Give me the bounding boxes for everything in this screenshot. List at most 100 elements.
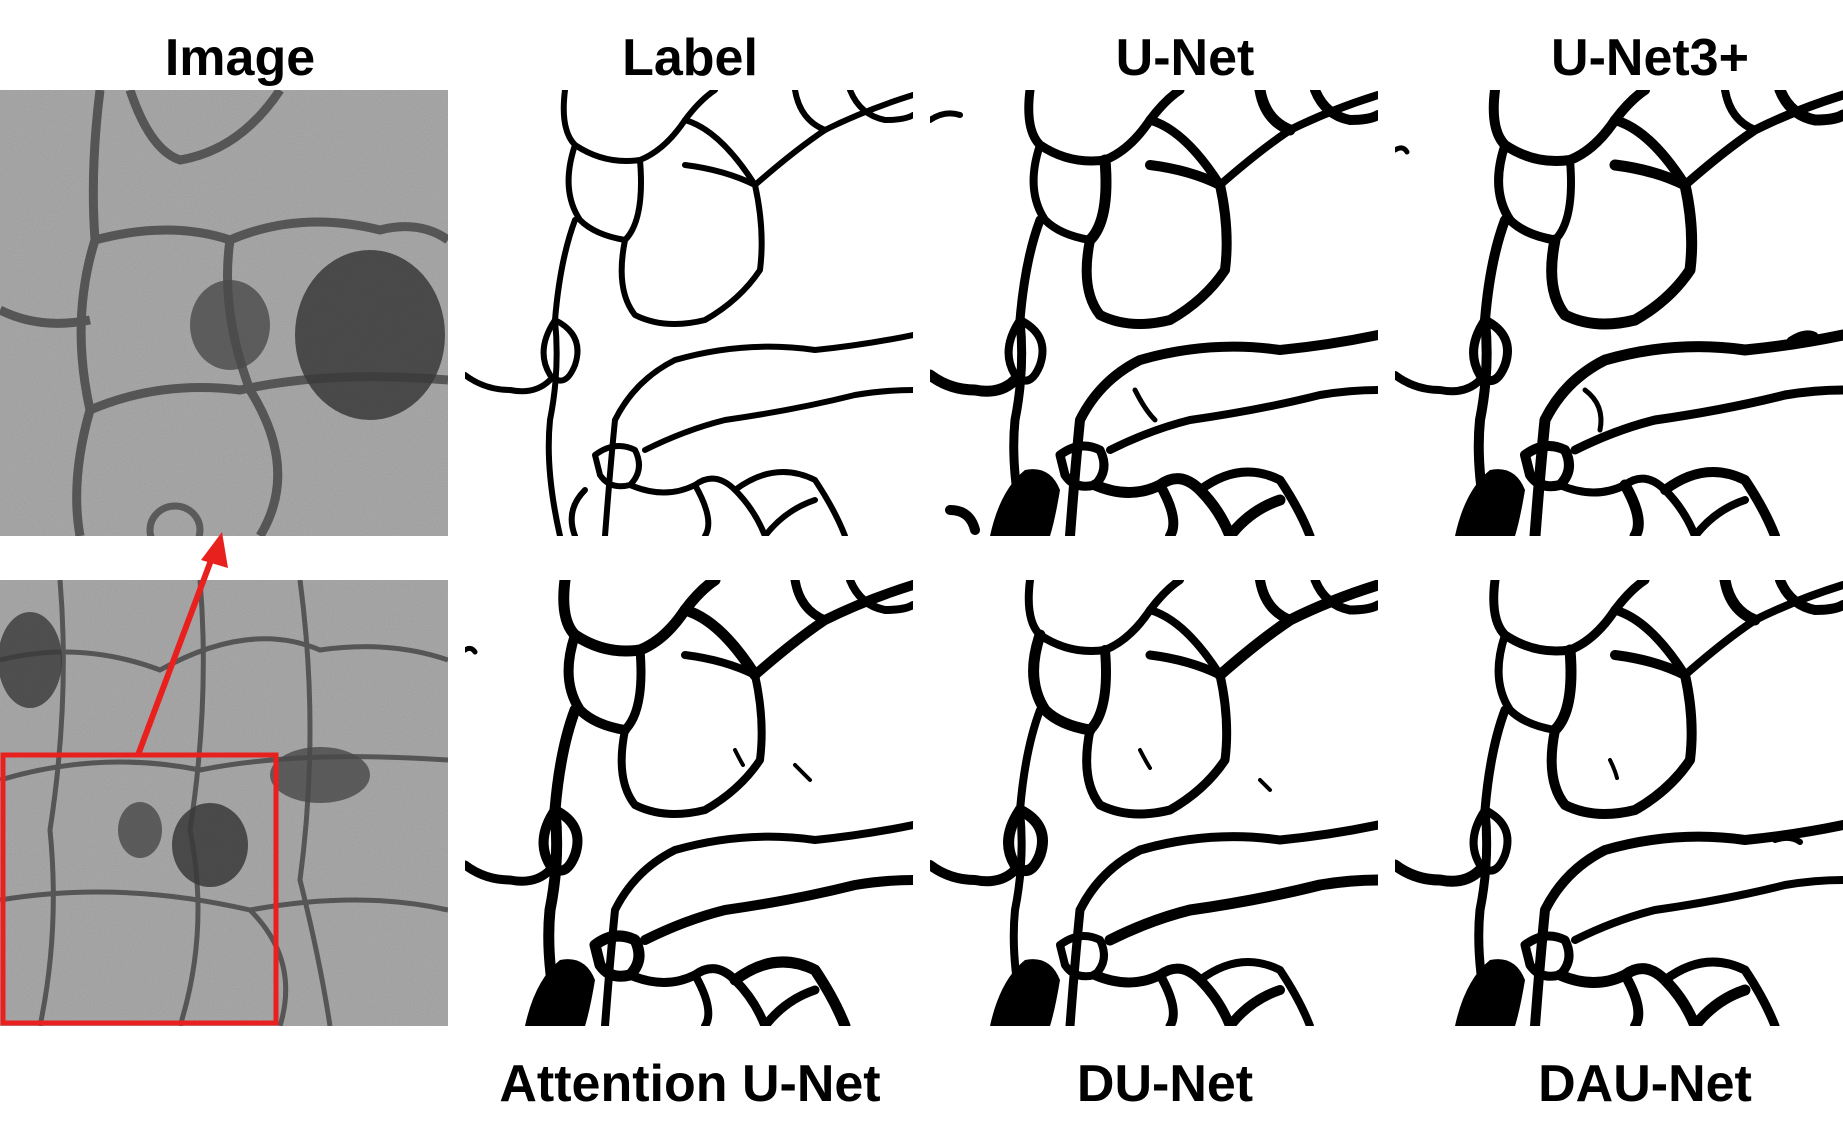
col-title-unet3plus: U-Net3+ (1551, 29, 1749, 87)
em-image-zoomed (0, 90, 448, 536)
segmentation-artifact (733, 748, 745, 767)
row-title-attention-unet: Attention U-Net (499, 1055, 881, 1113)
membrane-boundary (543, 704, 581, 1026)
membrane-boundary (1196, 958, 1314, 1026)
membrane-boundary (1520, 441, 1574, 492)
membrane-boundary (1689, 984, 1751, 1026)
membrane-boundary (1224, 494, 1286, 536)
membrane-boundary (640, 875, 913, 945)
membrane-boundary (790, 580, 830, 625)
seg-svg-dau-net (1395, 580, 1843, 1026)
membrane-boundary (589, 930, 645, 982)
membrane-boundary (1085, 645, 1111, 735)
membrane-boundary (691, 971, 713, 1026)
membrane-boundary (1004, 316, 1047, 385)
segmentation-artifact (1772, 834, 1803, 845)
membrane-boundary (1520, 931, 1574, 981)
membrane-boundary (1494, 631, 1559, 734)
membrane-blob (1455, 959, 1525, 1026)
membrane-boundary (682, 117, 758, 188)
membrane-boundary (729, 956, 851, 1026)
segmentation-artifact (945, 505, 980, 535)
membrane-boundary (1571, 876, 1843, 944)
membrane-boundary (568, 487, 588, 536)
segmentation-unet3plus-panel (1395, 90, 1843, 536)
membrane-boundary (1774, 90, 1843, 126)
segmentation-artifact (1582, 387, 1604, 433)
membrane-boundary (1065, 820, 1378, 1026)
segmentation-artifact (1132, 387, 1158, 423)
membrane-boundary (1549, 644, 1577, 736)
col-title-image: Image (164, 29, 316, 87)
membrane-boundary (540, 317, 581, 384)
membrane-boundary (1529, 329, 1843, 536)
em-image-full (0, 580, 448, 1026)
segmentation-artifact (930, 110, 963, 123)
membrane-boundary (1029, 141, 1094, 244)
membrane-boundary (538, 805, 583, 876)
membrane-boundary (679, 604, 761, 681)
membrane-boundary (1254, 90, 1296, 136)
membrane-boundary (1310, 580, 1378, 615)
membrane-boundary (1619, 479, 1644, 536)
membrane-blob (525, 959, 595, 1026)
membrane-boundary (1775, 580, 1843, 615)
membrane-boundary (625, 964, 770, 1026)
membrane-boundary (1065, 330, 1378, 536)
seg-svg-unet3plus (1395, 90, 1843, 536)
membrane-boundary (1106, 386, 1378, 454)
membrane-boundary (622, 157, 644, 243)
membrane-boundary (1551, 156, 1575, 244)
membrane-boundary (1028, 629, 1096, 736)
membrane-boundary (846, 580, 913, 614)
membrane-boundary (1146, 606, 1224, 679)
membrane-boundary (1556, 474, 1699, 536)
membrane-boundary (1003, 804, 1048, 877)
segmentation-artifact (465, 645, 478, 655)
seg-svg-attention-unet (465, 580, 913, 1026)
segmentation-artifact (1608, 758, 1619, 780)
membrane-boundary (642, 387, 913, 453)
membrane-boundary (692, 482, 712, 536)
membrane-boundary (1155, 970, 1178, 1026)
membrane-boundary (1610, 115, 1690, 190)
membrane-boundary (1721, 90, 1759, 134)
membrane-boundary (565, 142, 628, 243)
membrane-boundary (1610, 605, 1690, 680)
membrane-blob (1455, 469, 1525, 536)
membrane-boundary (465, 860, 555, 886)
membrane-boundary (620, 645, 646, 735)
membrane-boundary (1660, 467, 1780, 536)
membrane-boundary (1009, 215, 1045, 536)
membrane-boundary (1195, 467, 1315, 536)
membrane-boundary (545, 217, 578, 536)
membrane-boundary (1469, 806, 1512, 875)
membrane-boundary (930, 369, 1021, 397)
membrane-boundary (762, 497, 818, 536)
col-title-label: Label (622, 29, 758, 87)
membrane-boundary (1155, 480, 1179, 536)
segmentation-du-net-panel (930, 580, 1378, 1026)
membrane-boundary (732, 469, 848, 536)
row-title-du-net: DU-Net (1076, 1055, 1254, 1113)
membrane-boundary (760, 985, 820, 1026)
segmentation-artifact (1787, 330, 1818, 343)
membrane-boundary (1395, 371, 1484, 396)
membrane-boundary (465, 372, 553, 395)
membrane-boundary (1473, 215, 1510, 536)
membrane-boundary (1055, 441, 1109, 491)
membrane-boundary (1009, 706, 1044, 1026)
seg-svg-unet (930, 90, 1378, 536)
membrane-boundary (592, 443, 642, 490)
segmentation-label-panel (465, 90, 913, 536)
membrane-boundary (1089, 473, 1236, 536)
segmentation-artifact (1138, 748, 1152, 770)
membrane-boundary (1090, 963, 1235, 1026)
seg-svg-du-net (930, 580, 1378, 1026)
membrane-boundary (1620, 970, 1644, 1026)
segmentation-artifact (1258, 778, 1272, 792)
segmentation-unet-panel (930, 90, 1378, 536)
membrane-boundary (847, 90, 913, 123)
membrane-boundary (1554, 963, 1701, 1026)
segmentation-artifact (1395, 145, 1410, 155)
